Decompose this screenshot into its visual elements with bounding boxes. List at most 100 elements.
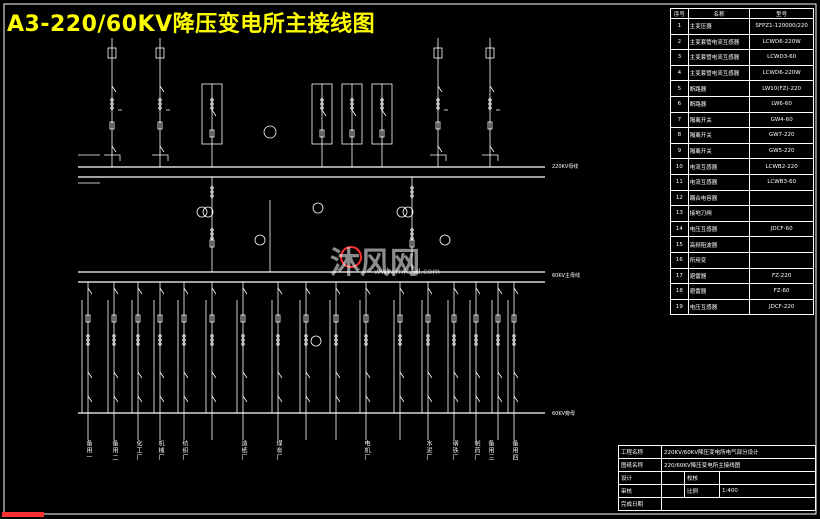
feeder-label: 制药厂 <box>473 440 480 461</box>
disconnector-symbol <box>453 395 459 403</box>
legend-model: LCWD6-220W <box>749 64 814 82</box>
ct-symbol <box>398 338 402 342</box>
breaker-symbol <box>319 129 325 138</box>
bus220-label: 220KV母线 <box>552 164 579 170</box>
legend-model: LW10(FZ)-220 <box>749 80 814 97</box>
legend-name: 主变套管电流互感器 <box>687 64 751 82</box>
ct-symbol <box>110 102 114 106</box>
legend-no: 6 <box>670 95 689 113</box>
breaker-symbol <box>135 314 141 323</box>
legend-model: LCWB3-60 <box>749 173 814 191</box>
tb-date-label: 完成日期 <box>618 497 662 511</box>
breaker-symbol <box>240 314 246 323</box>
breaker-symbol <box>109 121 115 130</box>
breaker-symbol <box>111 314 117 323</box>
legend-model: LCWB2-220 <box>749 158 814 175</box>
legend-name: 隔离开关 <box>687 142 751 160</box>
feeder-label: 机械厂 <box>157 440 164 461</box>
tb-check-label: 校核 <box>683 471 720 485</box>
disconnector-symbol <box>183 371 189 379</box>
ct-symbol <box>410 232 414 236</box>
disconnector-symbol <box>453 371 459 379</box>
ct-symbol <box>452 338 456 342</box>
disconnector-symbol <box>513 395 519 403</box>
legend-no: 19 <box>670 298 689 316</box>
legend-header-no: 序号 <box>670 8 689 19</box>
ct-symbol <box>496 334 500 338</box>
ct-symbol <box>304 342 308 346</box>
legend-name: 电流互感器 <box>687 158 751 175</box>
disconnector-symbol <box>113 287 119 295</box>
legend-model: LCWD3-60 <box>749 49 814 66</box>
feeder-label: 备用一 <box>85 440 92 461</box>
bus-tie <box>482 154 499 161</box>
disconnector-symbol <box>211 287 217 295</box>
legend-model: JDCF-60 <box>749 220 814 238</box>
pt-icon <box>439 234 451 246</box>
feeder-label: 钢铁厂 <box>451 440 458 461</box>
legend-no: 8 <box>670 127 689 144</box>
ct-symbol <box>210 102 214 106</box>
watermark-logo-icon <box>340 246 362 268</box>
breaker-symbol <box>397 314 403 323</box>
feeder-label: 煤炭厂 <box>275 440 282 461</box>
disconnector-symbol <box>453 287 459 295</box>
disconnector-symbol <box>335 371 341 379</box>
disconnector-symbol <box>183 287 189 295</box>
wave-trap-symbol <box>155 47 165 59</box>
tb-drawing-label: 图纸名称 <box>618 458 662 472</box>
legend-header-name: 名称 <box>687 8 751 19</box>
disconnector-symbol <box>427 371 433 379</box>
disconnector-symbol <box>365 371 371 379</box>
ct-symbol <box>158 98 162 102</box>
disconnector-symbol <box>489 85 495 93</box>
disconnector-symbol <box>475 395 481 403</box>
disconnector-symbol <box>159 371 165 379</box>
ct-symbol <box>136 342 140 346</box>
ct-symbol <box>364 338 368 342</box>
breaker-symbol <box>511 314 517 323</box>
ct-symbol <box>86 334 90 338</box>
ct-symbol <box>210 98 214 102</box>
breaker-symbol <box>209 239 215 248</box>
ct-symbol <box>426 338 430 342</box>
disconnector-symbol <box>242 371 248 379</box>
breaker-symbol <box>379 129 385 138</box>
legend-no: 1 <box>670 18 689 35</box>
ct-symbol <box>210 194 214 198</box>
drawing-title: A3-220/60KV降压变电所主接线图 <box>7 12 376 37</box>
ct-symbol <box>488 102 492 106</box>
tb-review-label: 审核 <box>618 484 662 498</box>
legend-name: 主变压器 <box>687 18 751 35</box>
legend-no: 15 <box>670 236 689 253</box>
breaker-symbol <box>473 314 479 323</box>
disconnector-symbol <box>211 371 217 379</box>
transformer-icon <box>196 206 208 218</box>
legend-no: 13 <box>670 205 689 222</box>
legend-no: 17 <box>670 267 689 285</box>
feeder-label: 备用三 <box>487 440 494 461</box>
legend-name: 主变套管电流互感器 <box>687 49 751 66</box>
pt-icon <box>254 234 266 246</box>
disconnector-symbol <box>437 85 443 93</box>
wave-trap-symbol <box>107 47 117 59</box>
ct-symbol <box>474 334 478 338</box>
ct-symbol <box>158 102 162 106</box>
legend-name: 避雷器 <box>687 283 751 300</box>
disconnector-symbol <box>513 287 519 295</box>
legend-model: SFPZ1-120000/220 <box>749 18 814 35</box>
legend-name: 电流互感器 <box>687 173 751 191</box>
disconnector-symbol <box>427 287 433 295</box>
tb-date-value <box>661 497 816 511</box>
ct-symbol <box>320 106 324 110</box>
ct-symbol <box>398 342 402 346</box>
legend-name: 隔离开关 <box>687 111 751 129</box>
disconnector-symbol <box>159 85 165 93</box>
disconnector-symbol <box>399 395 405 403</box>
disconnector-symbol <box>351 109 357 117</box>
